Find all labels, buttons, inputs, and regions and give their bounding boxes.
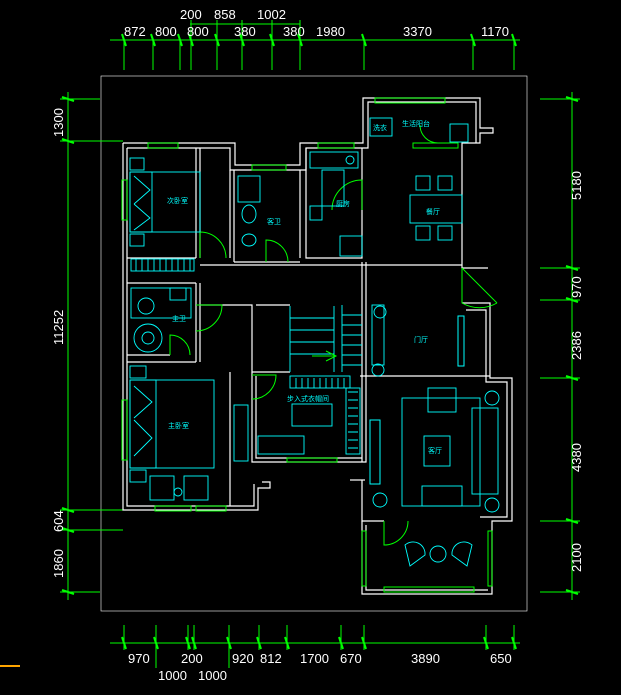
dim-top-8: 1170 <box>481 24 509 39</box>
room-labels: 次卧室 客卫 厨房 洗衣 生活阳台 餐厅 主卫 主卧室 步入式衣帽间 门厅 客厅 <box>167 119 442 455</box>
dim-bottom-8: 650 <box>490 651 512 666</box>
dim-bottom-9: 1000 <box>158 668 187 683</box>
label-laundry: 洗衣 <box>373 123 387 132</box>
dim-left-2: 11252 <box>51 310 66 345</box>
dim-top-4: 380 <box>234 24 256 39</box>
label-dining: 餐厅 <box>426 207 440 216</box>
dim-top-3: 800 <box>187 24 209 39</box>
label-master-bedroom: 主卧室 <box>168 421 189 430</box>
dim-top-6: 1980 <box>316 24 345 39</box>
label-master-bath: 主卫 <box>172 314 186 323</box>
dim-left-4: 1860 <box>51 549 66 578</box>
dim-left-1: 1300 <box>51 108 66 137</box>
dim-top-1: 872 <box>124 24 146 39</box>
label-entrance: 门厅 <box>414 335 428 344</box>
left-dimension-chain: 1300 11252 604 1860 <box>51 92 123 600</box>
dim-top-5: 380 <box>283 24 305 39</box>
dim-top-2: 800 <box>155 24 177 39</box>
right-dimension-chain: 5180 970 2386 4380 2100 <box>540 92 584 600</box>
dim-left-3: 604 <box>51 510 66 532</box>
dim-right-4: 4380 <box>569 443 584 472</box>
dim-right-5: 2100 <box>569 543 584 572</box>
dim-top-10: 858 <box>214 7 236 22</box>
dim-right-1: 5180 <box>569 171 584 200</box>
label-secondary-bedroom: 次卧室 <box>167 196 188 205</box>
dim-bottom-1: 970 <box>128 651 150 666</box>
dim-bottom-6: 670 <box>340 651 362 666</box>
dim-bottom-10: 1000 <box>198 668 227 683</box>
dim-bottom-7: 3890 <box>411 651 440 666</box>
furniture <box>129 117 500 567</box>
label-living: 客厅 <box>428 446 442 455</box>
bottom-dimension-chain: 970 200 920 812 1700 670 3890 650 1000 1… <box>110 625 520 683</box>
dim-bottom-2: 200 <box>181 651 203 666</box>
dim-top-11: 1002 <box>257 7 286 22</box>
dim-bottom-4: 812 <box>260 651 282 666</box>
dim-bottom-3: 920 <box>232 651 254 666</box>
drawing-frame <box>100 75 528 612</box>
dim-top-7: 3370 <box>403 24 432 39</box>
label-balcony-small: 生活阳台 <box>402 119 430 128</box>
dim-right-2: 970 <box>569 276 584 298</box>
label-bathroom: 客卫 <box>267 217 281 226</box>
top-dimension-chain: 872 800 800 380 380 1980 3370 1170 200 8… <box>110 7 520 70</box>
dim-right-3: 2386 <box>569 331 584 360</box>
doors <box>169 124 498 546</box>
label-kitchen: 厨房 <box>336 199 350 208</box>
dim-bottom-5: 1700 <box>300 651 329 666</box>
dim-top-9: 200 <box>180 7 202 22</box>
label-walk-in-closet: 步入式衣帽间 <box>287 394 329 403</box>
windows <box>121 97 493 593</box>
walls <box>122 97 513 595</box>
